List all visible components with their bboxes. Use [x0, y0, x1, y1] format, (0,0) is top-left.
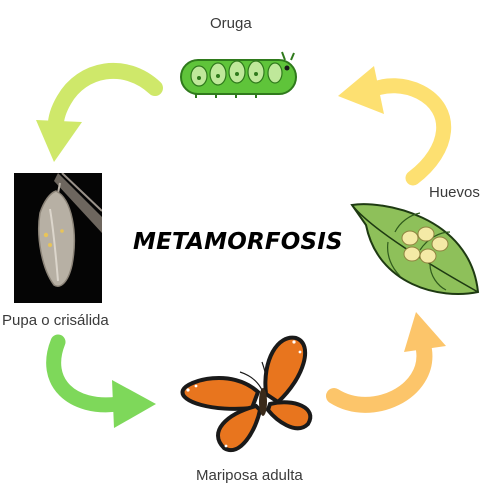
pupa-photo [14, 173, 102, 303]
chrysalis-icon [38, 173, 102, 287]
arrow-caterpillar-to-pupa [36, 62, 163, 162]
leaf-with-eggs-illustration [350, 203, 480, 295]
stage-label-caterpillar: Oruga [210, 15, 252, 32]
arrow-eggs-to-caterpillar [338, 66, 451, 186]
arrow-pupa-to-butterfly [46, 334, 156, 428]
butterfly-illustration [180, 335, 313, 452]
stage-label-butterfly: Mariposa adulta [196, 467, 303, 484]
stage-label-pupa: Pupa o crisálida [2, 312, 109, 329]
caterpillar-illustration [180, 51, 297, 98]
stage-label-eggs: Huevos [429, 184, 480, 201]
diagram-title: METAMORFOSIS [133, 229, 343, 255]
arrow-butterfly-to-eggs [326, 312, 446, 413]
